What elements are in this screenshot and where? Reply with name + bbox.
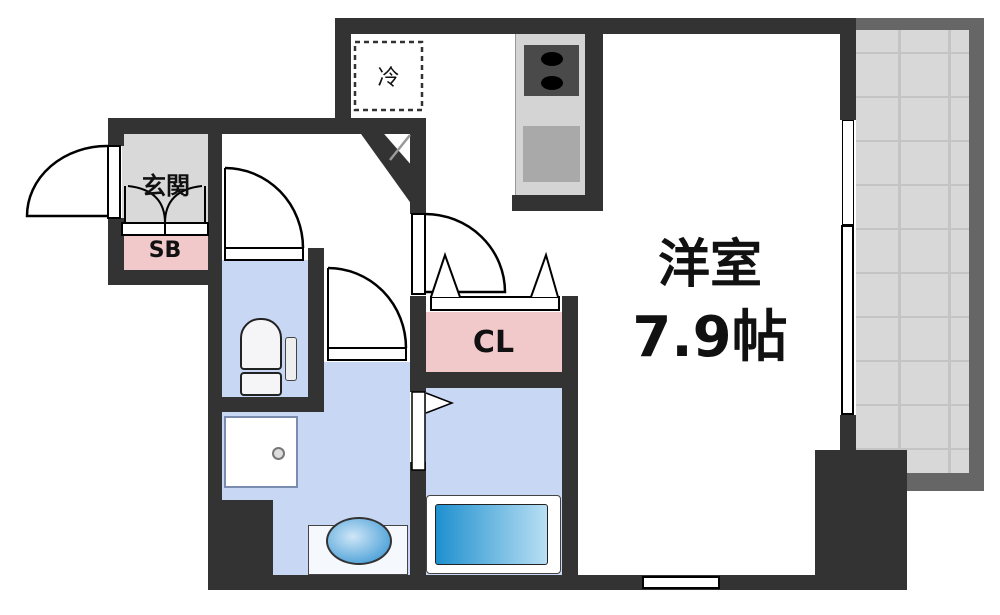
- drain-icon: [272, 447, 285, 460]
- sink: [523, 126, 580, 182]
- closet: [425, 312, 562, 372]
- wall: [308, 248, 324, 412]
- washing-machine-pan: [224, 416, 298, 488]
- wall: [208, 130, 222, 590]
- toilet-tank: [240, 372, 282, 396]
- wall: [208, 500, 273, 590]
- balcony-tiles: [856, 30, 969, 473]
- basin-icon: [326, 517, 392, 565]
- genkan-label: 玄関: [142, 172, 190, 200]
- window: [842, 120, 854, 225]
- wall: [562, 296, 578, 590]
- entrance-floor: [122, 133, 210, 223]
- wall: [585, 18, 603, 211]
- toilet-control-panel: [285, 337, 297, 381]
- wall: [108, 218, 124, 285]
- wall: [108, 118, 124, 146]
- burner-icon: [541, 76, 563, 90]
- wall: [108, 118, 426, 134]
- western-room-label: 洋室: [657, 235, 762, 295]
- fridge-label: 冷: [377, 66, 400, 91]
- wall: [410, 296, 426, 392]
- sb-label: SB: [148, 238, 182, 263]
- wall: [815, 450, 907, 590]
- wall: [222, 397, 324, 412]
- shoe-box: [122, 236, 208, 270]
- western-room-size: 7.9帖: [632, 305, 788, 370]
- wall: [208, 575, 907, 590]
- burner-icon: [541, 52, 563, 66]
- wall: [512, 195, 603, 211]
- wall: [840, 18, 856, 120]
- wall: [410, 462, 426, 590]
- sliding-window: [841, 225, 854, 415]
- toilet-icon: [240, 318, 282, 370]
- wall: [108, 270, 222, 285]
- window: [642, 576, 720, 589]
- closet-label: CL: [472, 325, 515, 360]
- wall: [335, 18, 351, 128]
- bathtub-basin: [435, 504, 548, 565]
- wall: [410, 372, 576, 388]
